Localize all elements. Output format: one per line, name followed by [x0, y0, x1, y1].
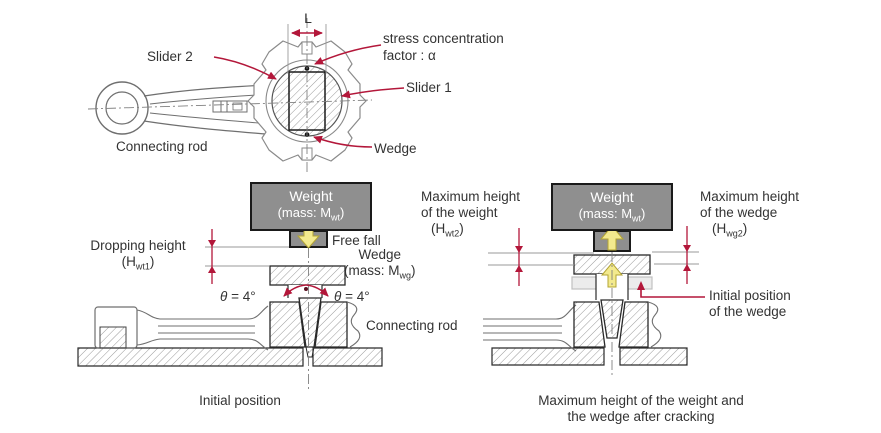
weight-rebound-arrow-up-icon — [599, 225, 625, 251]
top-connecting-rod-drawing — [87, 18, 405, 174]
dimension-label-L: L — [304, 10, 312, 26]
max-weight-height-dimension — [515, 228, 523, 286]
max-weight-height-label: Maximum height of the weight (Hwt2) — [421, 189, 521, 239]
weight-title: Weight — [590, 189, 634, 205]
wedge-arrow-icon — [313, 135, 373, 148]
weight-box-right: Weight (mass: Mwt) — [551, 183, 673, 231]
max-wedge-height-dimension — [683, 226, 691, 284]
connecting-rod-side-label: Connecting rod — [366, 318, 458, 333]
dropping-height-label: Dropping height (Hwt1) — [90, 238, 186, 272]
initial-position-caption: Initial position — [199, 393, 281, 408]
weight-mass: (mass: Mwt) — [578, 206, 646, 224]
stress-arrow-icon — [314, 44, 382, 65]
initial-position-drawing — [77, 215, 383, 392]
wedge-angle-arc — [283, 284, 329, 297]
wedge-mass-label: Wedge (mass: Mwg) — [344, 247, 416, 281]
slider1-arrow-icon — [341, 87, 405, 99]
slider1-label: Slider 1 — [406, 80, 452, 95]
theta-left-label: θ = 4° — [220, 289, 256, 304]
wedge-top-label: Wedge — [374, 141, 417, 156]
dropping-height-dimension — [208, 229, 216, 284]
after-cracking-drawing — [483, 225, 705, 378]
stress-factor-label: stress concentration factor : α — [383, 31, 504, 64]
connecting-rod-top-label: Connecting rod — [116, 139, 208, 154]
slider2-label: Slider 2 — [147, 49, 193, 64]
weight-title: Weight — [289, 188, 333, 204]
initial-position-wedge-label: Initial position of the wedge — [709, 288, 791, 319]
weight-mass: (mass: Mwt) — [277, 205, 345, 223]
weight-box-left: Weight (mass: Mwt) — [250, 182, 372, 231]
stress-factor-line2: factor : α — [383, 47, 436, 63]
slider2-arrow-icon — [213, 56, 277, 80]
initial-position-arrow-icon — [637, 281, 705, 298]
stress-factor-line1: stress concentration — [383, 31, 504, 46]
theta-right-label: θ = 4° — [334, 289, 370, 304]
max-wedge-height-label: Maximum height of the wedge (Hwg2) — [700, 189, 800, 239]
free-fall-label: Free fall — [332, 233, 381, 248]
after-cracking-caption: Maximum height of the weight and the wed… — [538, 393, 744, 424]
